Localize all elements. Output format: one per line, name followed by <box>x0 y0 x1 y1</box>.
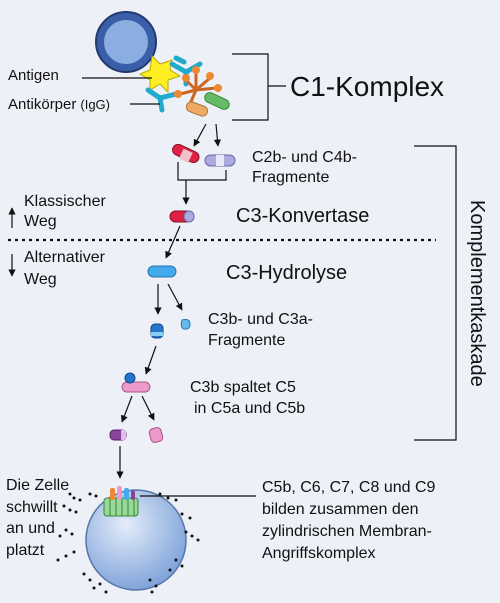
arrow-c5-to-c5b <box>120 395 133 423</box>
cell-label-line1: Die Zelle <box>6 477 69 494</box>
arrow-convertase-to-c3 <box>165 225 181 259</box>
arrow-c3-to-c3a <box>167 283 183 311</box>
cell-leakage-dots-icon <box>56 492 200 594</box>
c1-bracket <box>232 53 286 121</box>
mac-label-line3: zylindrischen Membran- <box>262 523 432 540</box>
classical-pathway-label-line1: Klassischer <box>24 193 106 210</box>
classical-pathway-label-line2: Weg <box>24 213 57 230</box>
antigen-label: Antigen <box>8 67 59 84</box>
mac-label-line1: C5b, C6, C7, C8 und C9 <box>262 479 436 496</box>
c5-split-label-line2: in C5a und C5b <box>194 400 305 417</box>
antibody-type: (IgG) <box>80 97 110 112</box>
c3-convertase-icon <box>169 210 195 223</box>
antibody-label: Antikörper (IgG) <box>8 96 110 113</box>
target-cell-top <box>95 11 157 73</box>
c1-complex-label: C1-Komplex <box>290 71 444 102</box>
fragment-merge-lines <box>177 162 227 205</box>
mac-label-line4: Angriffskomplex <box>262 545 376 562</box>
c2b-c4b-label-line2: Fragmente <box>252 169 329 186</box>
c3b-c3a-label-line1: C3b- und C3a- <box>208 311 313 328</box>
c3-molecule-icon <box>147 265 177 278</box>
c5a-fragment-icon <box>148 427 164 443</box>
c1-complex-icon <box>174 66 230 117</box>
c5b-fragment-icon <box>109 429 127 441</box>
arrow-c3b-to-c5 <box>144 345 157 375</box>
cascade-bracket <box>414 145 457 441</box>
c2b-c4b-label-line1: C2b- und C4b- <box>252 149 357 166</box>
c2b-fragment-icon <box>204 154 236 167</box>
arrow-c1-to-c2b <box>213 123 221 147</box>
c3b-fragment-icon <box>150 323 164 339</box>
arrow-c5-to-c5a <box>141 395 155 421</box>
antibody-name: Antikörper <box>8 96 76 113</box>
membrane-attack-complex-icon <box>103 486 139 517</box>
cell-label-line3: an und <box>6 520 55 537</box>
alternative-pathway-label-line2: Weg <box>24 271 57 288</box>
c3-convertase-label: C3-Konvertase <box>236 205 369 227</box>
c3b-c3a-label-line2: Fragmente <box>208 332 285 349</box>
mac-label-line2: bilden zusammen den <box>262 501 419 518</box>
c5-complex-icon <box>121 372 151 393</box>
arrow-c1-to-c4b <box>193 123 207 147</box>
cascade-label: Komplementkaskade <box>466 200 488 387</box>
cell-label-line4: platzt <box>6 542 45 559</box>
c3-hydrolysis-label: C3-Hydrolyse <box>226 262 347 284</box>
c4b-fragment-icon <box>172 143 200 164</box>
c3a-fragment-icon <box>180 319 191 330</box>
cell-label-line2: schwillt <box>6 499 58 516</box>
c5-split-label-line1: C3b spaltet C5 <box>190 379 296 396</box>
alternative-pathway-label-line1: Alternativer <box>24 249 106 266</box>
